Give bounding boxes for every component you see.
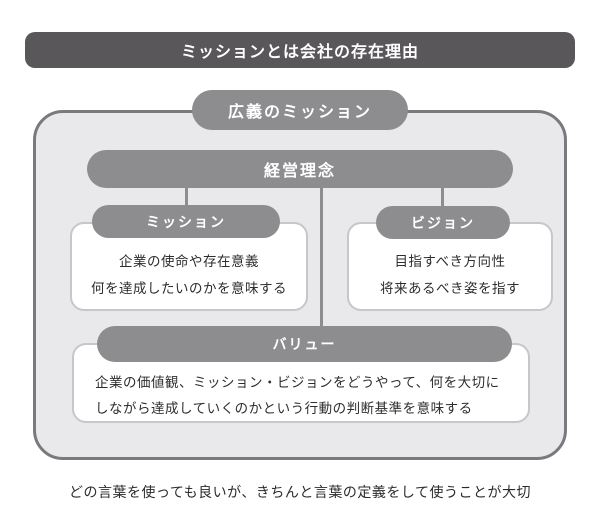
mission-description-line2: 何を達成したいのかを意味する [91, 281, 287, 296]
management-philosophy-bar: 経営理念 [87, 150, 513, 188]
mission-pill: ミッション [92, 205, 280, 238]
vision-description: 目指すべき方向性 将来あるべき姿を指す [349, 248, 551, 302]
footer-caption: どの言葉を使っても良いが、きちんと言葉の定義をして使うことが大切 [69, 484, 531, 500]
value-description: 企業の価値観、ミッション・ビジョンをどうやって、何を大切にしながら達成していくの… [95, 375, 500, 416]
vision-pill: ビジョン [376, 206, 510, 239]
title-banner: ミッションとは会社の存在理由 [25, 32, 575, 68]
mission-description: 企業の使命や存在意義 何を達成したいのかを意味する [72, 248, 306, 302]
mission-description-line1: 企業の使命や存在意義 [119, 254, 259, 269]
vision-description-line2: 将来あるべき姿を指す [380, 281, 520, 296]
connector-root-to-mission [185, 186, 188, 208]
value-pill: バリュー [97, 326, 512, 362]
broad-mission-pill: 広義のミッション [192, 90, 408, 130]
connector-root-to-value [320, 186, 323, 330]
vision-description-line1: 目指すべき方向性 [394, 254, 506, 269]
connector-root-to-vision [441, 186, 444, 208]
